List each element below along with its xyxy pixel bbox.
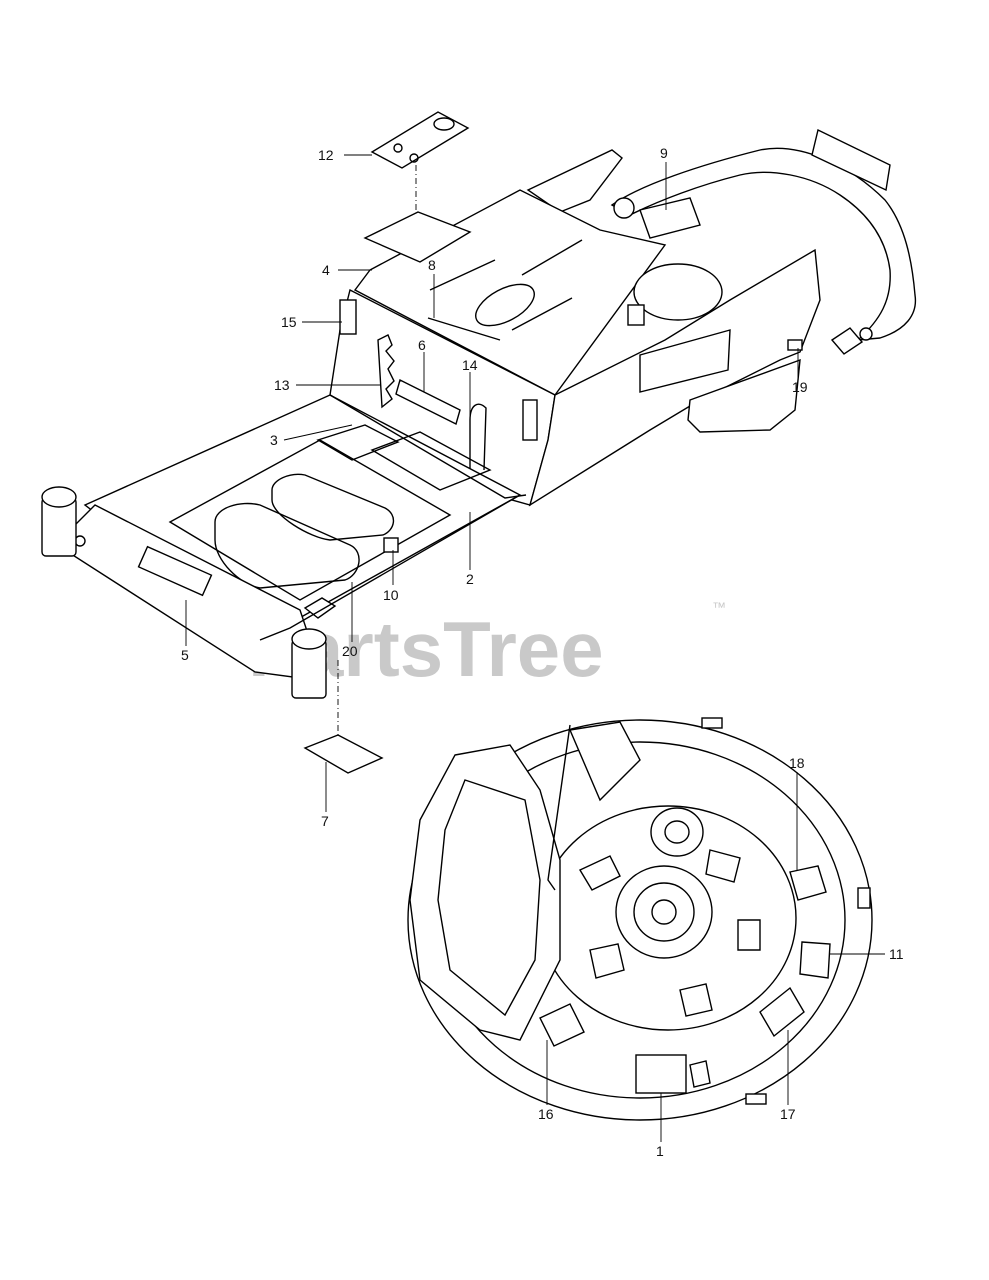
callout-7: 7 [321, 813, 329, 829]
callout-18: 18 [789, 755, 805, 771]
callout-14: 14 [462, 357, 478, 373]
plate-hole-3 [433, 117, 455, 131]
deck-rod [547, 724, 571, 891]
fuel-tank [633, 263, 723, 321]
spindle-pulley [633, 882, 695, 942]
slot-2 [521, 239, 583, 276]
callout-20: 20 [342, 643, 358, 659]
floor-pad-mid [271, 473, 395, 541]
floor-mat [168, 439, 452, 601]
rear-decal-outline [811, 128, 891, 192]
callout-labels: 12 9 4 8 15 6 14 13 19 3 2 10 20 5 18 7 … [181, 145, 904, 1159]
callout-10: 10 [383, 587, 399, 603]
callout-13: 13 [274, 377, 290, 393]
callout-3: 3 [270, 432, 278, 448]
deck-tab-bottom [745, 1093, 767, 1105]
frame-assembly [41, 111, 917, 774]
deck-clip [689, 1060, 711, 1088]
rear-handle-bar [610, 147, 917, 341]
leader-3 [283, 424, 353, 441]
deck-rib-5 [679, 983, 713, 1017]
discharge-chute [409, 744, 561, 1041]
housing-window [639, 329, 731, 393]
housing-underpan [687, 358, 801, 433]
deck-label-18 [789, 865, 827, 901]
callout-12: 12 [318, 147, 334, 163]
leader-lines [185, 154, 885, 1142]
callout-19: 19 [792, 379, 808, 395]
callout-16: 16 [538, 1106, 554, 1122]
mower-deck [407, 717, 873, 1121]
support-tab-right [522, 399, 538, 441]
deck-tab-right [857, 887, 871, 909]
floor-pad-left [214, 502, 360, 589]
support-tab-left [339, 299, 357, 335]
center-slot [475, 283, 535, 327]
idler-pulley [650, 807, 704, 857]
hitch-pin [859, 327, 873, 341]
bumper-label [137, 545, 213, 597]
deck-label-17 [759, 986, 805, 1038]
rear-knob [613, 197, 635, 219]
belt-guard [569, 721, 641, 802]
deck-label-1 [635, 1054, 687, 1094]
housing-label-small [787, 339, 803, 351]
watermark-trademark: ™ [712, 599, 726, 615]
deck-rib-3 [737, 919, 761, 951]
callout-11: 11 [889, 946, 904, 962]
seat-label-plate [395, 378, 461, 426]
plate-hole-2 [409, 153, 419, 163]
rear-hitch [830, 327, 864, 355]
plate-mount [363, 211, 472, 263]
callout-1: 1 [656, 1143, 664, 1159]
deck-rib-1 [579, 855, 621, 891]
caster-right [291, 628, 327, 699]
slot-1 [429, 259, 496, 291]
deck-rib-2 [705, 849, 741, 883]
plate-hole-1 [393, 143, 403, 153]
callout-17: 17 [780, 1106, 796, 1122]
adjuster-bracket [377, 334, 395, 409]
access-plate [370, 111, 470, 169]
floor-pad-rear [316, 424, 400, 461]
deck-label-11 [799, 941, 831, 979]
callout-8: 8 [428, 257, 436, 273]
deck-tab-top [701, 717, 723, 729]
callout-6: 6 [418, 337, 426, 353]
spindle-housing [615, 865, 713, 959]
rear-label [639, 197, 701, 239]
tank-cap [627, 304, 645, 326]
callout-2: 2 [466, 571, 474, 587]
deck-label-16 [539, 1003, 585, 1047]
floor-clip [383, 537, 399, 553]
spindle-hub [651, 899, 677, 925]
slot-3 [511, 297, 573, 331]
floor-decal [303, 734, 384, 774]
caster-left [41, 486, 77, 557]
idler-center [664, 820, 690, 844]
callout-4: 4 [322, 262, 330, 278]
callout-5: 5 [181, 647, 189, 663]
callout-9: 9 [660, 145, 668, 161]
chute-opening [437, 779, 541, 1017]
front-rail-edge [259, 494, 521, 641]
slot-4 [427, 317, 501, 341]
deck-rib-4 [589, 943, 625, 979]
callout-15: 15 [281, 314, 297, 330]
